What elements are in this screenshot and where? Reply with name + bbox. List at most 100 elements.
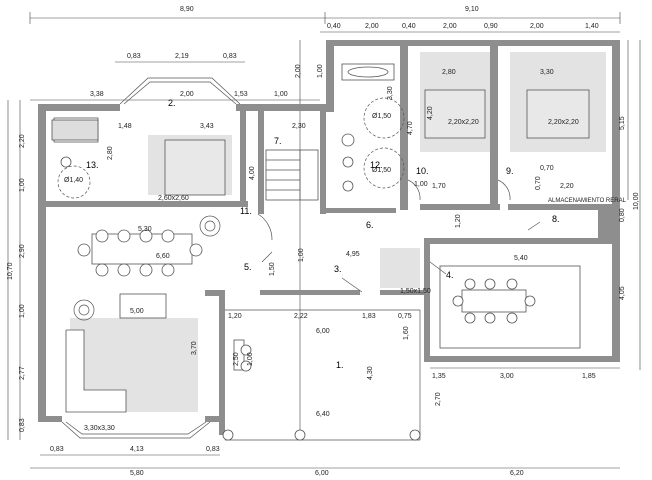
room-label: 6. xyxy=(366,220,374,230)
dim-label: 6,60 xyxy=(156,253,170,260)
dim-label: 5,80 xyxy=(130,470,144,477)
room-label: 10. xyxy=(416,166,429,176)
dim-label: 2,30 xyxy=(292,123,306,130)
dim-label: 6,00 xyxy=(316,328,330,335)
dim-label: 4,13 xyxy=(130,446,144,453)
dim-label: 0,40 xyxy=(402,23,416,30)
dim-label: 2,20 xyxy=(560,183,574,190)
dim-label: 3,43 xyxy=(200,123,214,130)
dim-label: 0,75 xyxy=(398,313,412,320)
dim-label: 2,00 xyxy=(443,23,457,30)
staircase xyxy=(265,149,319,201)
dim-label: 1,20 xyxy=(228,313,242,320)
dim-label: 2,22 xyxy=(294,313,308,320)
terrace xyxy=(222,309,421,441)
room-label: 2. xyxy=(168,98,176,108)
dim-label: 1,35 xyxy=(432,373,446,380)
dim-label: 1,00 xyxy=(19,304,26,318)
room-label: 5. xyxy=(244,262,252,272)
dim-label: 2,20x2,20 xyxy=(548,119,579,126)
doors xyxy=(257,179,541,293)
dim-label: 5,30 xyxy=(138,226,152,233)
dim-label: 0,83 xyxy=(127,53,141,60)
dim-label: 2,20x2,20 xyxy=(448,119,479,126)
dim-label: 3,38 xyxy=(90,91,104,98)
dim-label: 4,95 xyxy=(346,251,360,258)
dim-label: 3,00 xyxy=(500,373,514,380)
dim-top-total-left: 8,90 xyxy=(180,6,194,13)
dim-label: 4,05 xyxy=(619,286,626,300)
room-label: 12. xyxy=(370,160,383,170)
room-label: 7. xyxy=(274,136,282,146)
dim-label: 6,00 xyxy=(315,470,329,477)
room-label: 13. xyxy=(86,160,99,170)
dim-label: 4,70 xyxy=(407,121,414,135)
room-label: 3. xyxy=(334,264,342,274)
dim-top-total-right: 9,10 xyxy=(465,6,479,13)
dim-label: 1,85 xyxy=(582,373,596,380)
dim-label: Ø1,50 xyxy=(372,113,391,120)
dim-label: Ø1,40 xyxy=(64,177,83,184)
dim-label: 2,00 xyxy=(530,23,544,30)
dim-label: 6,20 xyxy=(510,470,524,477)
dim-label: 2,00 xyxy=(180,91,194,98)
dim-label: 0,83 xyxy=(206,446,220,453)
dim-label: 1,70 xyxy=(432,183,446,190)
dim-label: 2,20 xyxy=(19,134,26,148)
dim-label: 0,83 xyxy=(19,418,26,432)
dim-label: 6,40 xyxy=(316,411,330,418)
dim-label: 4,20 xyxy=(427,106,434,120)
dim-label: 1,83 xyxy=(362,313,376,320)
dim-label: 5,15 xyxy=(619,116,626,130)
dim-label: 1,20 xyxy=(455,214,462,228)
dim-label: 2,60x2,60 xyxy=(158,195,189,202)
dim-label: 2,70 xyxy=(435,392,442,406)
dim-label: 4,00 xyxy=(249,166,256,180)
dim-label: 2,50 xyxy=(233,352,240,366)
dim-label: 2,19 xyxy=(175,53,189,60)
dim-label: 2,00 xyxy=(365,23,379,30)
walls xyxy=(38,40,620,435)
dim-label: 1,00 xyxy=(19,178,26,192)
dim-label: 1,60 xyxy=(403,326,410,340)
dim-label: 2,77 xyxy=(19,366,26,380)
storage-label: ALMACENAMIENTO RERAL xyxy=(548,198,627,204)
dim-label: Ø1,50 xyxy=(372,167,391,174)
dim-label: 1,48 xyxy=(118,123,132,130)
dim-label: 5,00 xyxy=(130,308,144,315)
dim-label: 2,90 xyxy=(19,244,26,258)
dim-label: 3,30 xyxy=(387,86,394,100)
dim-label: 1,50 xyxy=(269,262,276,276)
dim-label: 0,83 xyxy=(50,446,64,453)
dim-label: 1,00 xyxy=(298,248,305,262)
dim-label: 1,00 xyxy=(317,64,324,78)
room-label: 4. xyxy=(446,270,454,280)
bay-window-bottom xyxy=(61,421,211,439)
room-label: 11. xyxy=(240,206,252,216)
dim-label: 1,50x1,50 xyxy=(400,288,431,295)
dim-label: 10,00 xyxy=(633,192,640,210)
dim-label: 2,80 xyxy=(442,69,456,76)
dim-label: 1,40 xyxy=(585,23,599,30)
dim-label: 0,83 xyxy=(223,53,237,60)
dim-label: 2,80 xyxy=(107,146,114,160)
dim-label: 1,00 xyxy=(274,91,288,98)
dim-label: 0,70 xyxy=(540,165,554,172)
dim-label: 1,00 xyxy=(414,181,428,188)
dim-label: 1,00 xyxy=(247,352,254,366)
dim-label: 0,90 xyxy=(484,23,498,30)
room-labels: 1. 2. 3. 4. 5. 6. 7. 8. 9. 10. 11. 12. 1… xyxy=(86,98,560,370)
dim-label: 10,70 xyxy=(7,262,14,280)
dim-label: 0,80 xyxy=(619,208,626,222)
room-label: 1. xyxy=(336,360,344,370)
room-label: 8. xyxy=(552,214,560,224)
dim-label: 3,30x3,30 xyxy=(84,425,115,432)
dim-label: 3,30 xyxy=(540,69,554,76)
dimension-lines xyxy=(7,12,641,469)
bay-window-top xyxy=(119,77,241,105)
dim-label: 1,53 xyxy=(234,91,248,98)
room-label: 9. xyxy=(506,166,514,176)
dim-label: 0,40 xyxy=(327,23,341,30)
furniture xyxy=(51,52,606,413)
